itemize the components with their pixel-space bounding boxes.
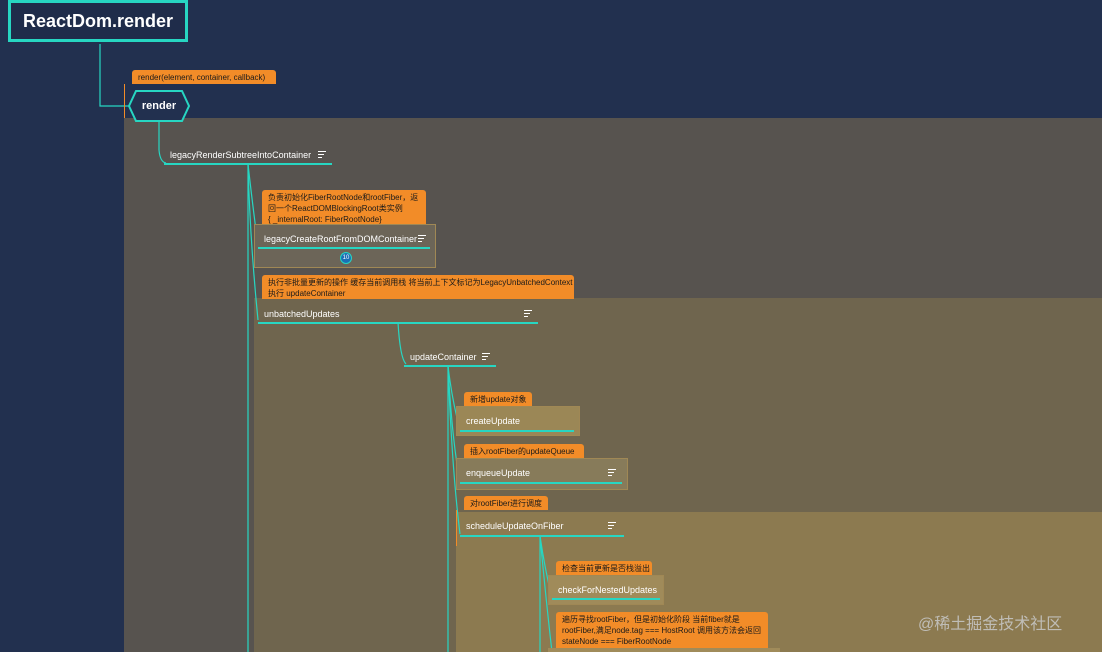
note-line: { _internalRoot: FiberRootNode} [268, 215, 382, 224]
check-nested-box [548, 575, 664, 605]
watermark: @稀土掘金技术社区 [918, 616, 1063, 633]
mark-root-box [548, 648, 780, 652]
notes-menu-icon[interactable] [318, 151, 326, 158]
mark-root-note: 遍历寻找rootFiber，但是初始化阶段 当前fiber就是 rootFibe… [556, 612, 768, 648]
node-underline [404, 365, 496, 367]
note-line: 负责初始化FiberRootNode和rootFiber，返 [268, 193, 419, 202]
node-unbatched-updates[interactable]: unbatchedUpdates [264, 309, 340, 319]
node-underline [460, 482, 622, 484]
note-line: 执行非批量更新的操作 缓存当前调用栈 将当前上下文标记为LegacyUnbatc… [268, 278, 573, 287]
enqueue-update-note: 插入rootFiber的updateQueue [464, 444, 584, 458]
create-update-note: 新增update对象 [464, 392, 532, 406]
node-underline [164, 163, 332, 165]
notes-menu-icon[interactable] [482, 353, 490, 360]
notes-menu-icon[interactable] [524, 310, 532, 317]
render-signature-text: render(element, container, callback) [138, 73, 266, 82]
note-line: stateNode === FiberRootNode [562, 637, 672, 646]
node-check-for-nested-updates[interactable]: checkForNestedUpdates [558, 585, 658, 595]
root-node-title[interactable]: ReactDom.render [8, 0, 188, 42]
note-line: 插入rootFiber的updateQueue [470, 447, 575, 456]
check-nested-note: 检查当前更新是否栈溢出 [556, 561, 652, 575]
schedule-note: 对rootFiber进行调度 [464, 496, 548, 510]
node-enqueue-update[interactable]: enqueueUpdate [466, 468, 531, 478]
note-line: 回一个ReactDOMBlockingRoot类实例 [268, 204, 403, 213]
node-underline [552, 598, 660, 600]
node-underline [258, 322, 538, 324]
note-line: 检查当前更新是否栈溢出 [562, 564, 650, 573]
node-legacy-render-subtree[interactable]: legacyRenderSubtreeIntoContainer [170, 150, 312, 160]
render-bracket [124, 84, 125, 118]
notes-menu-icon[interactable] [608, 469, 616, 476]
enqueue-update-box [456, 458, 628, 490]
render-node-label: render [141, 100, 177, 112]
node-update-container[interactable]: updateContainer [410, 352, 477, 362]
collapse-badge[interactable]: 10 [340, 252, 352, 264]
unbatched-note: 执行非批量更新的操作 缓存当前调用栈 将当前上下文标记为LegacyUnbatc… [262, 275, 574, 299]
note-line: rootFiber,满足node.tag === HostRoot 调用该方法会… [562, 626, 761, 635]
node-create-update[interactable]: createUpdate [466, 416, 521, 426]
node-underline [460, 430, 574, 432]
note-line: 执行 updateContainer [268, 289, 346, 298]
render-node[interactable]: render [128, 90, 190, 122]
note-line: 遍历寻找rootFiber，但是初始化阶段 当前fiber就是 [562, 615, 740, 624]
node-legacy-create-root[interactable]: legacyCreateRootFromDOMContainer [264, 234, 418, 244]
node-underline [258, 247, 430, 249]
render-signature-note: render(element, container, callback) [132, 70, 276, 84]
notes-menu-icon[interactable] [608, 522, 616, 529]
note-line: 新增update对象 [470, 395, 527, 404]
note-line: 对rootFiber进行调度 [470, 499, 543, 508]
node-underline [460, 535, 624, 537]
create-root-note: 负责初始化FiberRootNode和rootFiber，返 回一个ReactD… [262, 190, 426, 224]
hexagon-shape [128, 90, 190, 122]
schedule-bracket [456, 510, 457, 546]
node-schedule-update-on-fiber[interactable]: scheduleUpdateOnFiber [466, 521, 564, 531]
notes-menu-icon[interactable] [418, 235, 426, 242]
